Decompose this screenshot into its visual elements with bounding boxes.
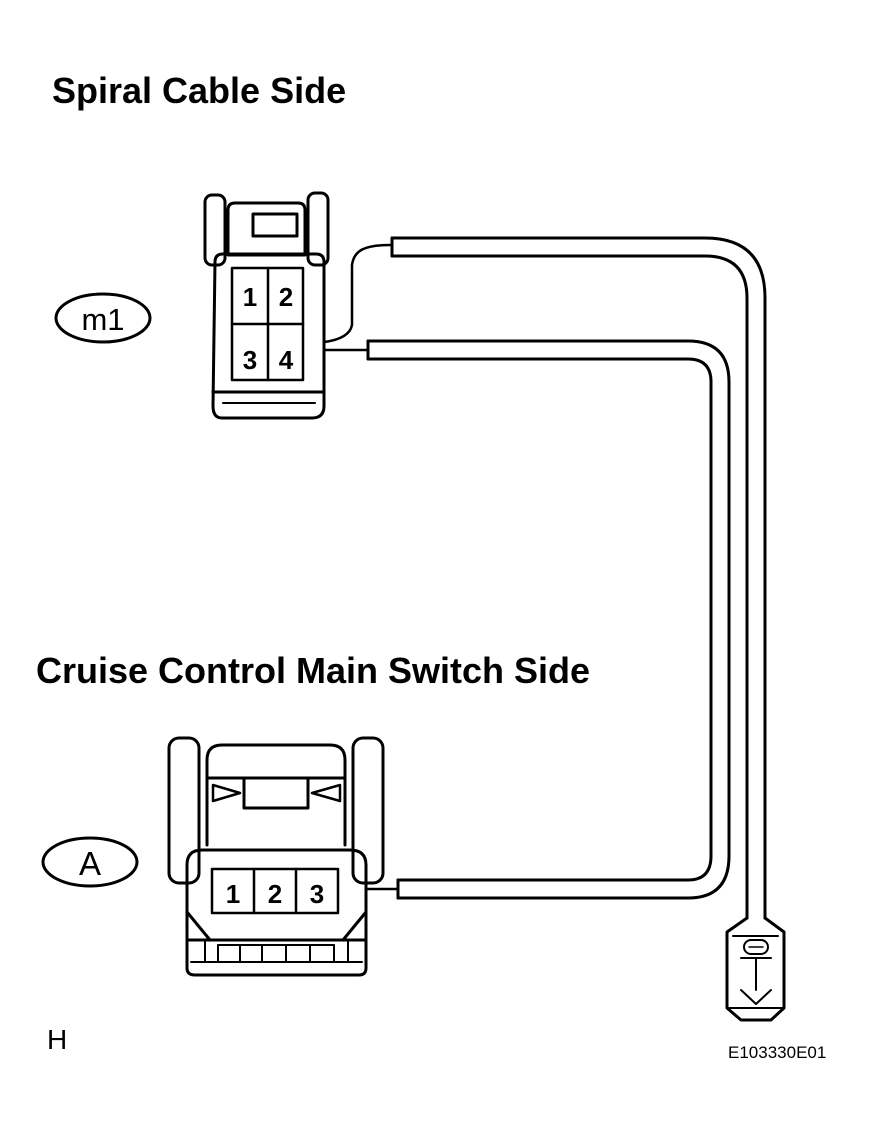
a-pin-label: 2 (268, 879, 282, 909)
wire-harness (322, 236, 767, 920)
m1-pin-label: 3 (243, 345, 257, 375)
footer-mark: H (47, 1024, 68, 1055)
m1-tag-ellipse (54, 292, 152, 344)
spiral-cable-connector (203, 191, 330, 420)
main-switch-connector (167, 736, 385, 977)
a-tag-ellipse (41, 836, 139, 888)
spiral-cable-side-heading: Spiral Cable Side (52, 70, 347, 111)
m1-pin-label: 1 (243, 282, 257, 312)
m1-connector-tag: m1 (81, 302, 124, 337)
a-pin-label: 1 (226, 879, 240, 909)
pigtail-connector (725, 916, 786, 1022)
a-connector-tag: A (79, 845, 101, 882)
figure-code: E103330E01 (728, 1043, 827, 1062)
m1-pin-label: 4 (279, 345, 294, 375)
cruise-main-switch-side-heading: Cruise Control Main Switch Side (36, 650, 591, 691)
a-pin-label: 3 (310, 879, 324, 909)
m1-pin-label: 2 (279, 282, 293, 312)
